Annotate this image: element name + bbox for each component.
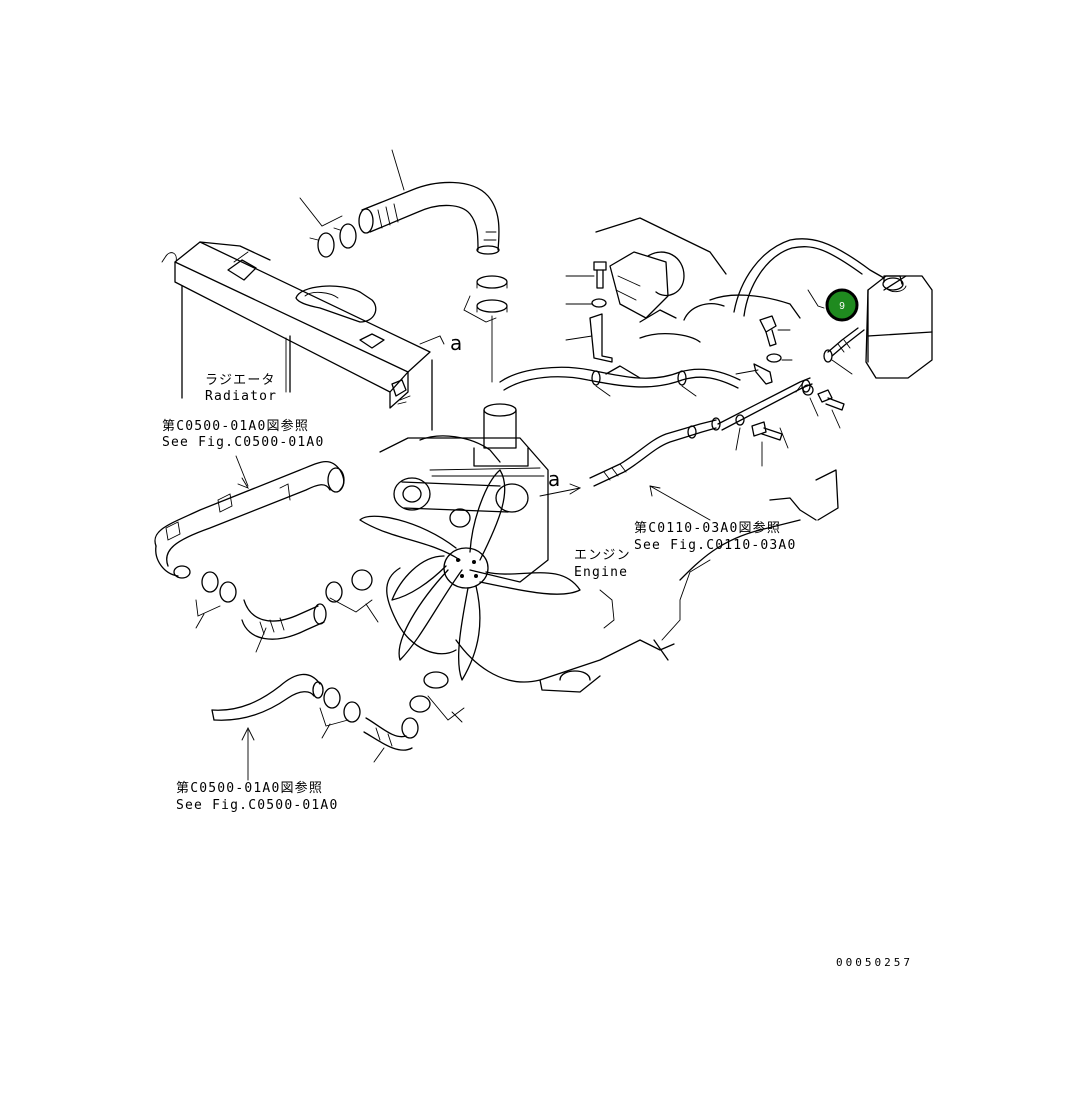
ref-label-c0110-en: See Fig.C0110-03A0 [634, 538, 796, 553]
callout-circle[interactable] [825, 288, 859, 322]
ref-label-c0500-en-2: See Fig.C0500-01A0 [176, 798, 338, 813]
upper-hose [309, 181, 508, 313]
engine-label-en: Engine [574, 565, 628, 580]
ref-label-c0500-jp-2: 第C0500-01A0図参照 [176, 780, 323, 796]
callout-number[interactable]: 9 [839, 301, 845, 312]
view-mark-a-upper: a [450, 331, 462, 355]
radiator-label-jp: ラジエータ [205, 373, 276, 388]
leader-lines-top [299, 149, 497, 383]
engine-label-jp: エンジン [574, 548, 631, 563]
thermostat-housing [473, 403, 529, 467]
engine-assembly [359, 435, 839, 693]
view-mark-a-lower: a [548, 467, 560, 491]
radiator [161, 241, 433, 431]
fasteners-upper [565, 261, 845, 429]
callout-marker[interactable]: 9 [807, 288, 859, 322]
hose-lines [419, 238, 885, 497]
text-labels: ラジエータ Radiator 第C0500-01A0図参照 See Fig.C0… [162, 331, 913, 969]
ref-label-c0500-en-1: See Fig.C0500-01A0 [162, 435, 324, 450]
reserve-tank [865, 275, 933, 379]
ref-label-c0110-jp: 第C0110-03A0図参照 [634, 520, 781, 536]
document-number: 00050257 [836, 956, 913, 969]
radiator-label-en: Radiator [205, 389, 277, 404]
water-pump-area [595, 217, 801, 379]
ref-label-c0500-jp-1: 第C0500-01A0図参照 [162, 418, 309, 434]
lower-hoses [154, 319, 711, 781]
